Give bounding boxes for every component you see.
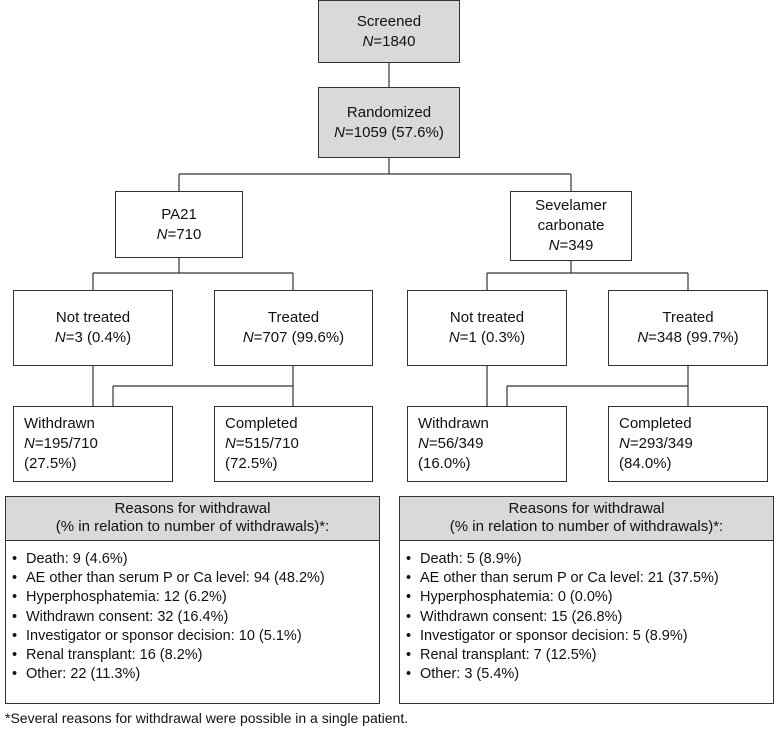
sevelamer-box: Sevelamer carbonate N=349: [510, 191, 632, 261]
list-item: Investigator or sponsor decision: 5 (8.9…: [400, 627, 773, 646]
pa21-count: N=710: [156, 225, 202, 243]
sev-reasons-panel: Reasons for withdrawal (% in relation to…: [399, 496, 774, 704]
pa21-withdrawn-box: Withdrawn N=195/710 (27.5%): [13, 406, 173, 482]
pa21-reasons-panel: Reasons for withdrawal (% in relation to…: [5, 496, 380, 704]
sev-withdrawn-count: N=56/349: [418, 435, 484, 452]
pa21-completed-label: Completed: [225, 415, 298, 432]
sev-withdrawn-pct: (16.0%): [418, 455, 471, 472]
pa21-completed-pct: (72.5%): [225, 455, 278, 472]
screened-box: Screened N=1840: [318, 0, 460, 63]
sev-completed-label: Completed: [619, 415, 692, 432]
list-item: Hyperphosphatemia: 0 (0.0%): [400, 588, 773, 607]
list-item: Renal transplant: 7 (12.5%): [400, 646, 773, 665]
sev-reasons-subtitle: (% in relation to number of withdrawals)…: [449, 518, 724, 535]
sev-completed-box: Completed N=293/349 (84.0%): [608, 406, 768, 482]
pa21-reasons-title: Reasons for withdrawal: [114, 500, 271, 517]
sev-reasons-list: Death: 5 (8.9%) AE other than serum P or…: [400, 541, 773, 685]
pa21-label: PA21: [161, 205, 197, 223]
pa21-not-treated-label: Not treated: [55, 309, 131, 326]
pa21-withdrawn-count: N=195/710: [24, 435, 98, 452]
screened-label: Screened: [356, 12, 422, 30]
list-item: Death: 9 (4.6%): [6, 550, 379, 569]
pa21-treated-box: Treated N=707 (99.6%): [214, 290, 373, 366]
sevelamer-count: N=349: [548, 237, 594, 254]
pa21-reasons-header: Reasons for withdrawal (% in relation to…: [6, 497, 379, 541]
pa21-completed-count: N=515/710: [225, 435, 299, 452]
list-item: Withdrawn consent: 32 (16.4%): [6, 608, 379, 627]
list-item: AE other than serum P or Ca level: 94 (4…: [6, 569, 379, 588]
sevelamer-label-line2: carbonate: [537, 217, 605, 234]
footnote: *Several reasons for withdrawal were pos…: [5, 710, 409, 726]
randomized-count: N=1059 (57.6%): [334, 123, 444, 141]
list-item: Death: 5 (8.9%): [400, 550, 773, 569]
list-item: Hyperphosphatemia: 12 (6.2%): [6, 588, 379, 607]
sev-treated-box: Treated N=348 (99.7%): [608, 290, 768, 366]
list-item: AE other than serum P or Ca level: 21 (3…: [400, 569, 773, 588]
sev-treated-label: Treated: [662, 309, 714, 326]
sev-not-treated-count: N=1 (0.3%): [448, 329, 526, 346]
pa21-withdrawn-pct: (27.5%): [24, 455, 77, 472]
pa21-not-treated-count: N=3 (0.4%): [54, 329, 132, 346]
list-item: Investigator or sponsor decision: 10 (5.…: [6, 627, 379, 646]
pa21-treated-count: N=707 (99.6%): [242, 329, 345, 346]
list-item: Withdrawn consent: 15 (26.8%): [400, 608, 773, 627]
sevelamer-label-line1: Sevelamer: [535, 197, 607, 214]
sev-withdrawn-label: Withdrawn: [418, 415, 489, 432]
pa21-withdrawn-label: Withdrawn: [24, 415, 95, 432]
pa21-treated-label: Treated: [267, 309, 320, 326]
list-item: Other: 22 (11.3%): [6, 665, 379, 684]
sev-not-treated-box: Not treated N=1 (0.3%): [407, 290, 567, 366]
screened-count: N=1840: [362, 32, 416, 50]
sev-completed-pct: (84.0%): [619, 455, 672, 472]
sev-treated-count: N=348 (99.7%): [637, 329, 739, 346]
randomized-label: Randomized: [346, 103, 432, 121]
sev-not-treated-label: Not treated: [449, 309, 525, 326]
list-item: Other: 3 (5.4%): [400, 665, 773, 684]
pa21-box: PA21 N=710: [115, 191, 243, 258]
list-item: Renal transplant: 16 (8.2%): [6, 646, 379, 665]
pa21-reasons-list: Death: 9 (4.6%) AE other than serum P or…: [6, 541, 379, 685]
sev-withdrawn-box: Withdrawn N=56/349 (16.0%): [407, 406, 567, 482]
sev-completed-count: N=293/349: [619, 435, 693, 452]
pa21-reasons-subtitle: (% in relation to number of withdrawals)…: [55, 518, 330, 535]
pa21-completed-box: Completed N=515/710 (72.5%): [214, 406, 373, 482]
randomized-box: Randomized N=1059 (57.6%): [318, 87, 460, 158]
sev-reasons-title: Reasons for withdrawal: [508, 500, 665, 517]
sev-reasons-header: Reasons for withdrawal (% in relation to…: [400, 497, 773, 541]
pa21-not-treated-box: Not treated N=3 (0.4%): [13, 290, 173, 366]
